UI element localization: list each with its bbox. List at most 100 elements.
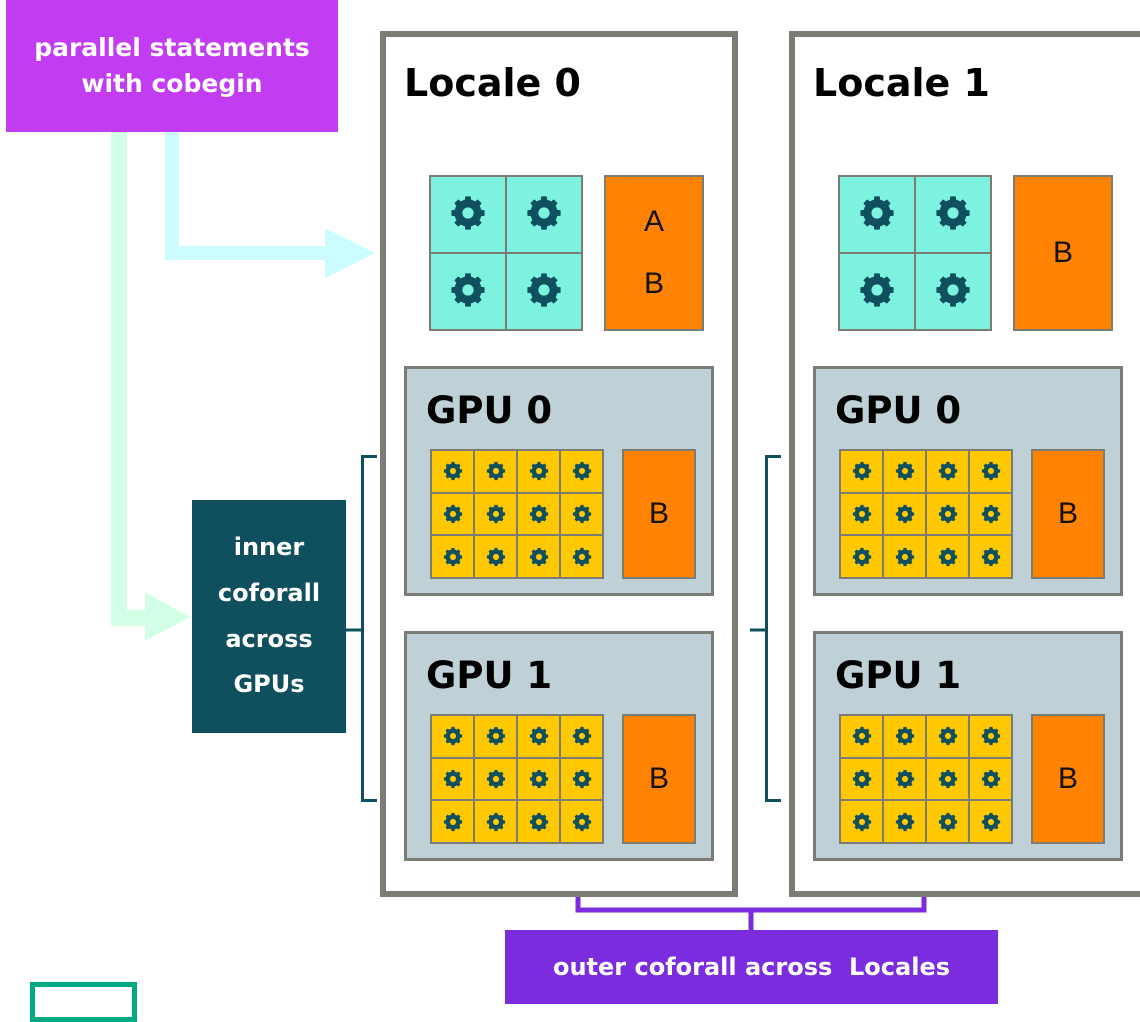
gpu-core-grid (839, 714, 1013, 844)
inner-label-line-1: inner (233, 533, 305, 562)
gear-icon (937, 768, 959, 790)
gpu-title: GPU 1 (835, 654, 962, 697)
gpu-0: GPU 0 B (404, 366, 714, 596)
gear-icon (442, 546, 464, 568)
gear-icon (485, 725, 507, 747)
gpu-core (561, 536, 602, 577)
gear-icon (851, 460, 873, 482)
gpu-core-grid (430, 449, 604, 579)
memory-label-b: B (1052, 236, 1073, 269)
gpu-title: GPU 0 (426, 389, 553, 432)
gpu-memory: B (622, 714, 696, 844)
gpu-core (518, 801, 559, 842)
gear-icon (485, 811, 507, 833)
gpu-core (927, 801, 968, 842)
inner-bracket-locale-1 (765, 455, 781, 802)
outer-label: outer coforall across Locales (552, 953, 951, 981)
gpu-core (561, 716, 602, 757)
memory-label-a: A (643, 205, 664, 238)
gpu-core (884, 801, 925, 842)
inner-label-line-3: across (225, 624, 313, 653)
gpu-core (884, 451, 925, 492)
gear-icon (442, 460, 464, 482)
locale-title: Locale 1 (813, 61, 990, 105)
gear-icon (894, 503, 916, 525)
gear-icon (980, 768, 1002, 790)
hpe-logo (30, 982, 137, 1022)
gear-icon (528, 811, 550, 833)
inner-label-line-2: coforall (217, 578, 321, 607)
memory-label-b: B (1057, 497, 1078, 530)
gear-icon (442, 725, 464, 747)
gpu-core (432, 493, 473, 535)
gear-icon (894, 811, 916, 833)
locale-title: Locale 0 (404, 61, 581, 105)
gpu-core (884, 716, 925, 757)
gear-icon (937, 503, 959, 525)
cpu-core-grid (838, 175, 992, 331)
gpu-core-grid (430, 714, 604, 844)
gpu-core (884, 536, 925, 577)
cobegin-label-line-1: parallel statements (34, 32, 310, 62)
cobegin-to-inner-coforall-arrow (111, 132, 190, 641)
memory-label-b: B (1057, 762, 1078, 795)
gpu-core (518, 536, 559, 577)
gear-icon (528, 503, 550, 525)
locale-1: Locale 1 B GPU 0 B GPU 1 B (789, 31, 1140, 897)
gpu-core (841, 716, 882, 757)
gpu-core (970, 758, 1011, 800)
gear-icon (528, 768, 550, 790)
gpu-title: GPU 0 (835, 389, 962, 432)
gpu-core (970, 716, 1011, 757)
gpu-core (884, 493, 925, 535)
gpu-core (475, 801, 516, 842)
gear-icon (937, 725, 959, 747)
outer-coforall-bracket (575, 897, 927, 930)
gpu-core (841, 493, 882, 535)
inner-label-line-4: GPUs (233, 670, 305, 699)
gpu-core (884, 758, 925, 800)
gear-icon (933, 270, 973, 314)
cpu-core (916, 254, 990, 329)
cpu-core (507, 254, 581, 329)
gear-icon (851, 546, 873, 568)
gear-icon (528, 725, 550, 747)
gpu-core (432, 451, 473, 492)
gpu-core (561, 493, 602, 535)
gpu-core (927, 536, 968, 577)
gpu-core (475, 536, 516, 577)
gpu-memory: B (1031, 449, 1105, 579)
gear-icon (448, 270, 488, 314)
gear-icon (980, 460, 1002, 482)
memory-label-b: B (648, 497, 669, 530)
gpu-core (475, 716, 516, 757)
cobegin-label-box: parallel statements with cobegin (6, 0, 338, 132)
cpu-memory: B (1013, 175, 1113, 331)
gear-icon (980, 811, 1002, 833)
cpu-core (431, 254, 505, 329)
gear-icon (442, 503, 464, 525)
cpu-core (916, 177, 990, 252)
gpu-core (518, 716, 559, 757)
gpu-core (970, 536, 1011, 577)
gear-icon (937, 460, 959, 482)
gear-icon (571, 460, 593, 482)
gear-icon (937, 546, 959, 568)
gear-icon (937, 811, 959, 833)
inner-bracket-locale-0 (361, 455, 377, 802)
gear-icon (448, 193, 488, 237)
gear-icon (524, 270, 564, 314)
gpu-core (561, 801, 602, 842)
outer-coforall-label-box: outer coforall across Locales (505, 930, 998, 1004)
gpu-core (432, 716, 473, 757)
gear-icon (485, 546, 507, 568)
cobegin-label-line-2: with cobegin (81, 69, 263, 98)
inner-coforall-label-box: inner coforall across GPUs (192, 500, 346, 733)
gear-icon (980, 503, 1002, 525)
gpu-1: GPU 1 B (813, 631, 1123, 861)
gear-icon (442, 811, 464, 833)
gear-icon (851, 811, 873, 833)
gpu-core (475, 493, 516, 535)
gear-icon (857, 270, 897, 314)
